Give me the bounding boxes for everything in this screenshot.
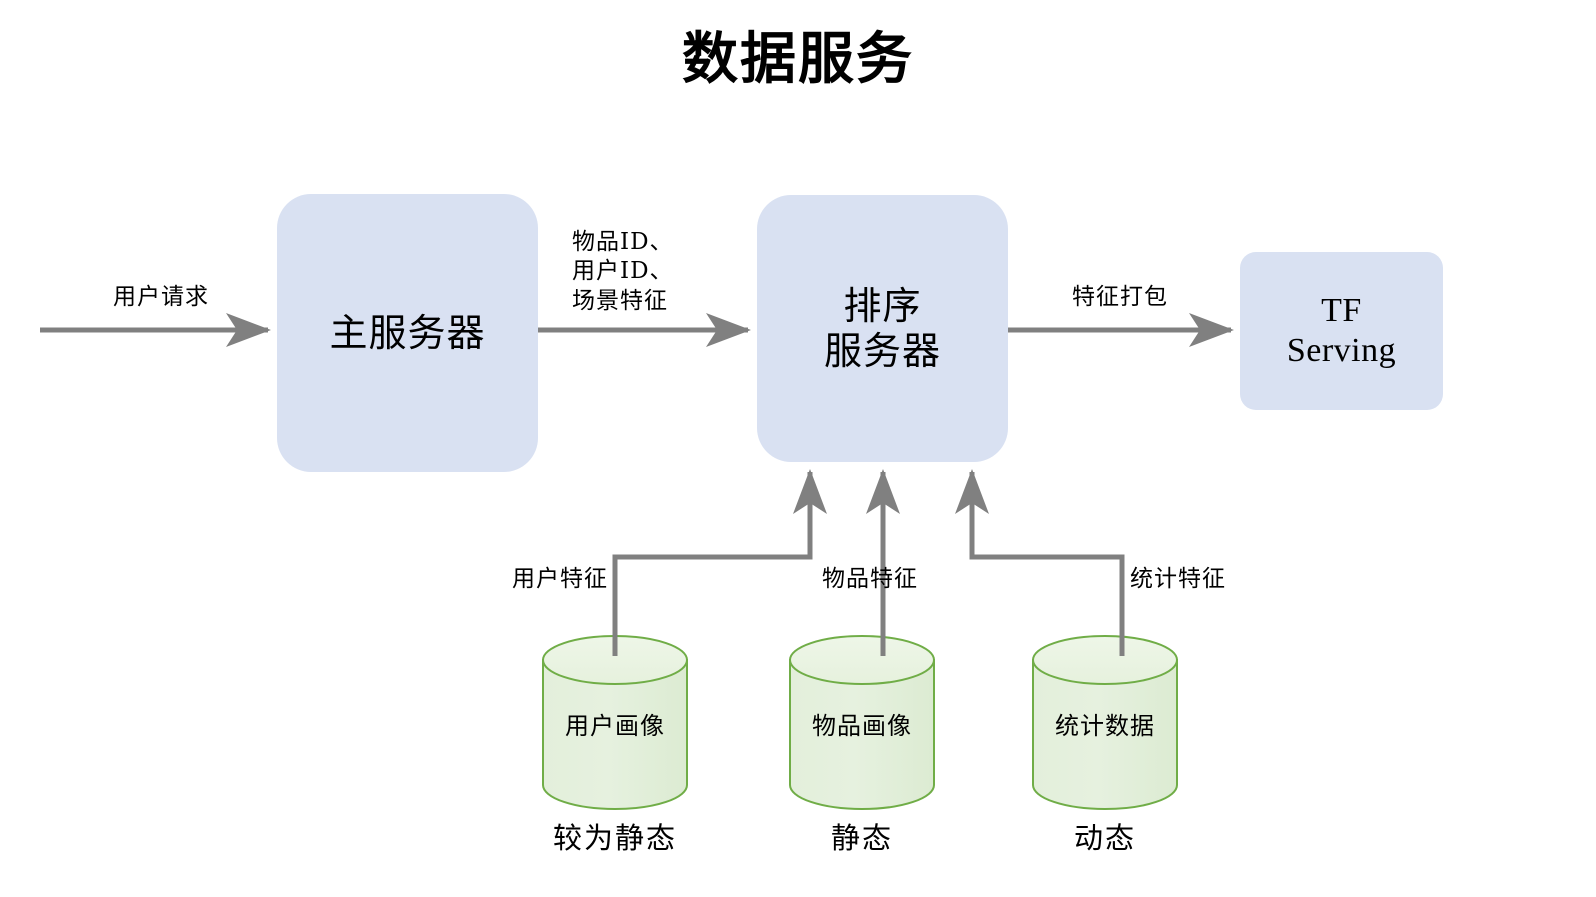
- node-main-server-shape[interactable]: [277, 194, 538, 472]
- edge-label-stat-feature: 统计特征: [1130, 566, 1226, 592]
- node-user-profile-db-shape[interactable]: [542, 635, 688, 810]
- edge-label-pack: 特征打包: [1072, 284, 1168, 310]
- caption-user-profile-db: 较为静态: [552, 821, 677, 855]
- edge-label-item-feature: 物品特征: [822, 566, 918, 592]
- page-title: 数据服务: [682, 26, 914, 92]
- edge-stat-feature-arrow: [954, 468, 1125, 656]
- node-stats-db-shape[interactable]: [1032, 635, 1178, 810]
- edge-label-user-feature: 用户特征: [512, 566, 608, 592]
- node-tf-serving-shape[interactable]: [1240, 252, 1443, 410]
- caption-stats-db: 动态: [1073, 821, 1136, 855]
- edge-label-ids: 物品ID、 用户ID、 场景特征: [572, 229, 674, 314]
- node-item-profile-db-shape[interactable]: [789, 635, 935, 810]
- edge-label-request: 用户请求: [113, 284, 209, 310]
- node-rank-server-shape[interactable]: [757, 195, 1008, 462]
- edge-user-feature-arrow: [612, 468, 827, 656]
- caption-item-profile-db: 静态: [830, 821, 893, 855]
